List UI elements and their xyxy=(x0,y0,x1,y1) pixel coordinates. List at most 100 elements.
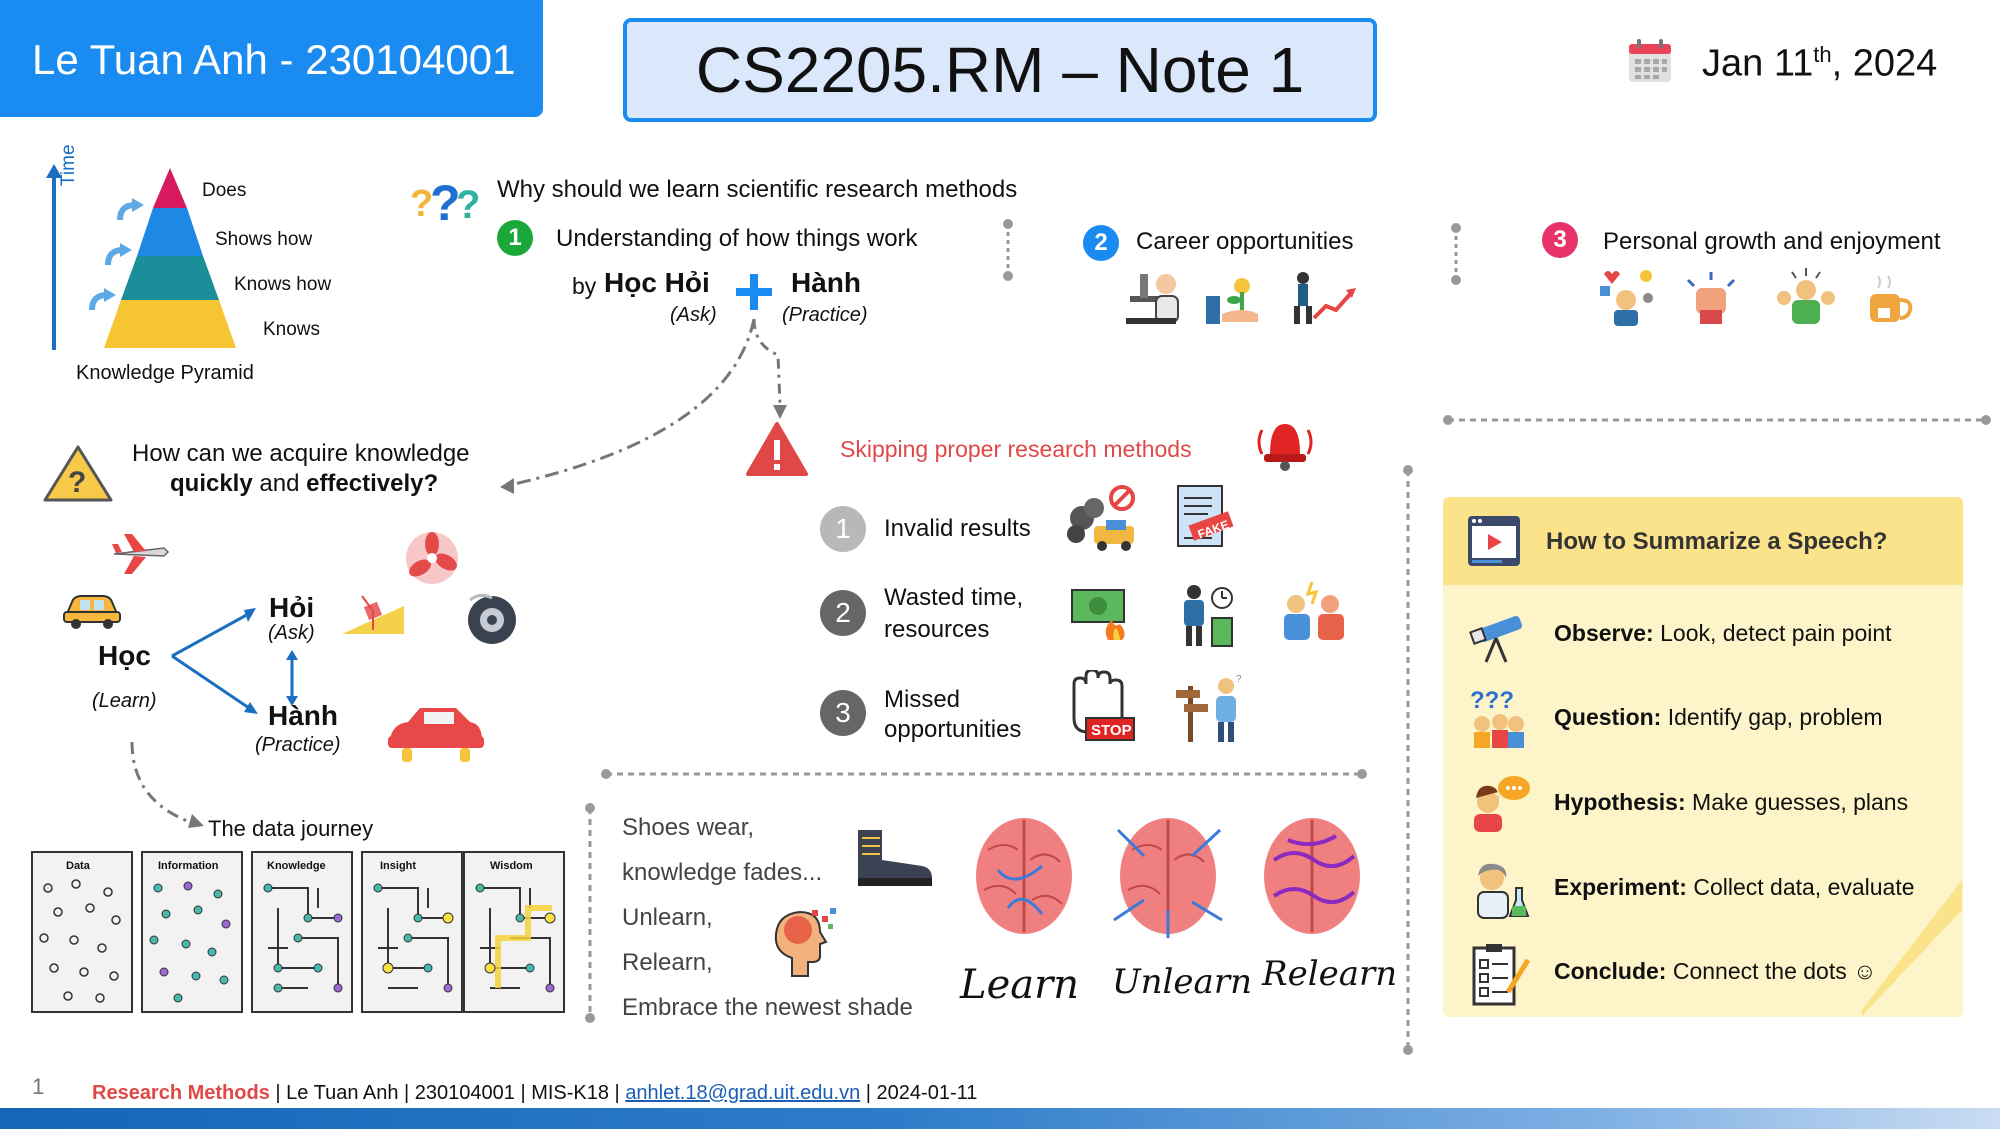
poem-line-3: Unlearn, xyxy=(622,904,713,931)
car-icon xyxy=(63,595,121,629)
sticky-curl xyxy=(1862,880,1962,1016)
airplane-icon xyxy=(112,534,170,574)
hanh-learn-label: Hành xyxy=(268,700,338,731)
flow-arrows xyxy=(500,318,787,494)
hanh-practice-label: (Practice) xyxy=(255,734,341,756)
svg-text:?: ? xyxy=(456,183,480,227)
skip-badge-2: 2 xyxy=(820,590,866,636)
acquire-line1: How can we acquire knowledge xyxy=(132,440,470,467)
learn-label: (Learn) xyxy=(92,690,157,712)
svg-text:???: ??? xyxy=(1470,687,1514,714)
hoc-hoi-label: Học Hỏi xyxy=(604,267,710,298)
footer-email-link[interactable]: anhlet.18@grad.uit.edu.vn xyxy=(625,1082,861,1104)
video-player-icon xyxy=(1468,516,1520,566)
data-journey-panels xyxy=(31,851,565,1013)
summary-title: How to Summarize a Speech? xyxy=(1546,528,1888,555)
incline-physics-icon xyxy=(342,595,404,634)
warning-triangle-icon xyxy=(746,422,808,476)
tire-icon xyxy=(468,593,516,644)
brain-fade-icon xyxy=(774,908,836,977)
conflict-people-icon xyxy=(1284,581,1344,640)
alarm-bell-icon xyxy=(1257,424,1313,471)
warning-question-icon: ? xyxy=(43,445,113,502)
divider-poem-left xyxy=(585,803,595,1023)
skip-item-2-label-b: resources xyxy=(884,616,990,643)
scientist-icon xyxy=(1477,863,1530,919)
svg-text:?: ? xyxy=(430,175,461,228)
brain-illustrations xyxy=(976,818,1360,938)
separator-1 xyxy=(1003,219,1013,281)
skip-item-3-label-a: Missed xyxy=(884,686,961,713)
pyramid-level-shows-how: Shows how xyxy=(215,229,313,250)
brain-label-unlearn: Unlearn xyxy=(1112,962,1252,1002)
stage-insight: Insight xyxy=(380,860,417,872)
reason-1-label: Understanding of how things work xyxy=(556,225,918,252)
separator-2 xyxy=(1451,223,1461,285)
crossroads-person-icon: ? xyxy=(1176,674,1242,742)
why-heading: Why should we learn scientific research … xyxy=(497,176,1018,203)
summary-header xyxy=(1443,497,1963,585)
knowledge-pyramid xyxy=(46,164,236,350)
pollution-car-icon xyxy=(1067,485,1135,551)
sports-car-icon xyxy=(388,708,484,762)
fake-document-icon: FAKE xyxy=(1177,485,1234,547)
poem-line-2: knowledge fades... xyxy=(622,859,823,886)
practice-label: (Practice) xyxy=(782,304,868,326)
summary-step-3: Hypothesis: Make guesses, plans xyxy=(1554,789,1909,815)
time-person-icon xyxy=(1184,585,1233,647)
page-title: CS2205.RM – Note 1 xyxy=(695,34,1305,106)
summary-step-2: Question: Identify gap, problem xyxy=(1554,704,1883,730)
author-name: Le Tuan Anh - 230104001 xyxy=(32,36,516,83)
pyramid-level-knows-how: Knows how xyxy=(234,274,332,295)
stage-information: Information xyxy=(158,860,219,872)
plus-icon xyxy=(736,274,772,310)
acquire-line2: quickly and effectively? xyxy=(170,470,439,497)
checklist-icon xyxy=(1472,944,1531,1006)
reason-3-label: Personal growth and enjoyment xyxy=(1603,228,1941,255)
stop-hand-icon: STOP xyxy=(1072,670,1135,741)
question-marks-icon: ? ? ? xyxy=(410,175,480,228)
strong-person-icon xyxy=(1777,268,1835,324)
ask-label: (Ask) xyxy=(670,304,717,326)
boot-icon xyxy=(858,830,932,886)
hoi-label: Hỏi xyxy=(269,592,315,623)
calendar-icon xyxy=(1629,39,1671,82)
page-number: 1 xyxy=(32,1074,45,1099)
hoi-ask-label: (Ask) xyxy=(268,622,315,644)
stage-wisdom: Wisdom xyxy=(490,860,533,872)
learn-brain-icon xyxy=(976,818,1072,934)
telescope-icon xyxy=(1469,616,1522,663)
career-climb-icon xyxy=(1294,272,1356,324)
svg-text:STOP: STOP xyxy=(1091,722,1132,739)
unlearn-brain-icon xyxy=(1113,818,1223,938)
author-banner: Le Tuan Anh - 230104001 xyxy=(0,0,543,117)
summary-step-1: Observe: Look, detect pain point xyxy=(1554,620,1892,646)
question-people-icon: ??? xyxy=(1470,687,1524,748)
reason-badge-1: 1 xyxy=(497,220,533,256)
skip-badge-3: 3 xyxy=(820,690,866,736)
divider-right-top xyxy=(1443,415,1991,425)
pyramid-level-does: Does xyxy=(202,180,247,201)
reason-2-label: Career opportunities xyxy=(1136,228,1354,255)
title-box: CS2205.RM – Note 1 xyxy=(623,18,1377,122)
summary-step-4: Experiment: Collect data, evaluate xyxy=(1554,874,1915,900)
brain-label-relearn: Relearn xyxy=(1262,954,1398,994)
career-icons xyxy=(1126,272,1356,324)
stage-data: Data xyxy=(66,860,90,872)
stage-knowledge: Knowledge xyxy=(267,860,326,872)
ideas-person-icon xyxy=(1600,270,1653,326)
tea-cup-icon xyxy=(1870,275,1913,322)
skipping-title: Skipping proper research methods xyxy=(840,436,1192,462)
svg-text:?: ? xyxy=(68,466,86,499)
plant-hand-icon xyxy=(1206,278,1258,324)
skip-item-2-label-a: Wasted time, xyxy=(884,584,1024,611)
skip-item-1-label: Invalid results xyxy=(884,515,1031,542)
skip-item-3-label-b: opportunities xyxy=(884,716,1022,743)
by-label: by xyxy=(572,273,597,299)
summary-step-5: Conclude: Connect the dots ☺ xyxy=(1554,958,1877,984)
footer-bar xyxy=(0,1108,2000,1129)
pyramid-level-knows: Knows xyxy=(263,319,321,340)
poem-line-4: Relearn, xyxy=(622,949,713,976)
data-journey-label: The data journey xyxy=(208,816,374,841)
relearn-brain-icon xyxy=(1264,818,1360,934)
